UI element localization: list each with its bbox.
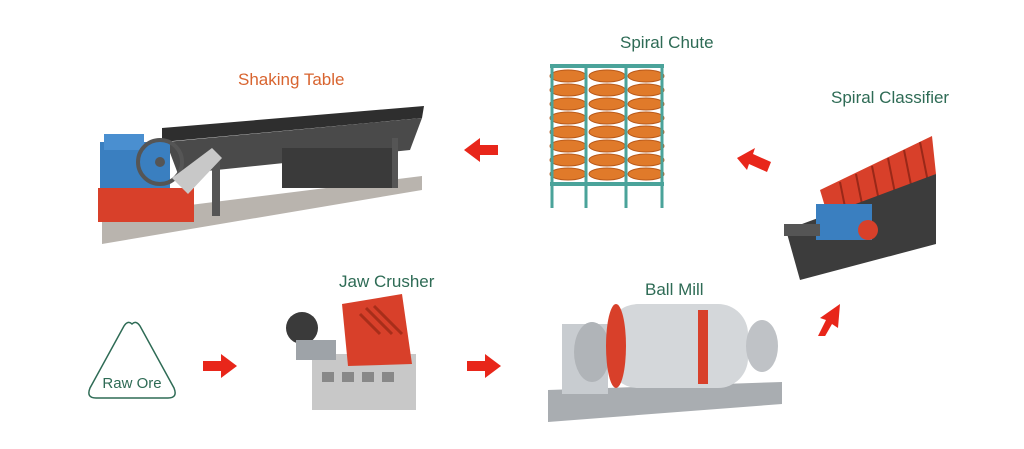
raw-ore-label: Raw Ore <box>102 375 162 392</box>
shaking-table-label: Shaking Table <box>238 70 345 89</box>
arrow-left-icon <box>464 138 500 162</box>
jaw-crusher-image <box>282 294 422 412</box>
spiral-classifier-label: Spiral Classifier <box>831 88 950 107</box>
shaking-table-image <box>92 98 427 246</box>
arrow-up-icon <box>812 302 844 336</box>
triangle-icon <box>88 321 176 399</box>
spiral-classifier-image <box>780 134 938 282</box>
spiral-chute-label: Spiral Chute <box>620 33 714 52</box>
jaw-crusher-label: Jaw Crusher <box>339 272 435 291</box>
ball-mill-label: Ball Mill <box>645 280 704 299</box>
ball-mill-image <box>548 294 782 422</box>
spiral-chute-image <box>546 56 668 210</box>
raw-ore-node: Raw Ore <box>84 318 180 404</box>
arrow-right-icon <box>203 354 239 378</box>
arrow-right-icon <box>467 354 503 378</box>
arrow-left-icon <box>737 148 773 178</box>
